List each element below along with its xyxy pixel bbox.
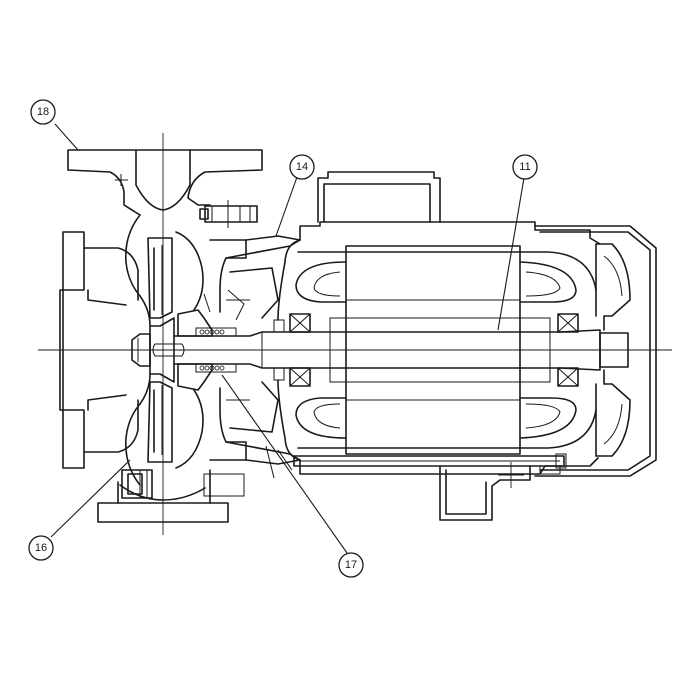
shaft bbox=[173, 329, 629, 371]
seal-spring-coils bbox=[199, 329, 225, 371]
pump-volute-casing bbox=[59, 149, 263, 523]
motor-housing bbox=[203, 171, 601, 521]
leader-17 bbox=[221, 374, 348, 554]
callout-11: 11 bbox=[512, 154, 538, 180]
leader-14 bbox=[275, 176, 298, 237]
callout-16-label: 16 bbox=[35, 542, 47, 554]
leader-11 bbox=[497, 177, 525, 331]
callout-14-label: 14 bbox=[296, 161, 308, 173]
callout-16: 16 bbox=[28, 535, 54, 561]
callout-18: 18 bbox=[30, 99, 56, 125]
fan-cover bbox=[534, 225, 657, 477]
bearings bbox=[273, 313, 579, 387]
callout-17-label: 17 bbox=[345, 559, 357, 571]
callout-14: 14 bbox=[289, 154, 315, 180]
callout-18-label: 18 bbox=[37, 106, 49, 118]
callout-17: 17 bbox=[338, 552, 364, 578]
leader-18 bbox=[54, 123, 79, 151]
leader-16 bbox=[50, 459, 131, 538]
callout-leaders bbox=[50, 123, 525, 554]
impeller bbox=[131, 231, 204, 469]
callout-11-label: 11 bbox=[519, 161, 530, 173]
